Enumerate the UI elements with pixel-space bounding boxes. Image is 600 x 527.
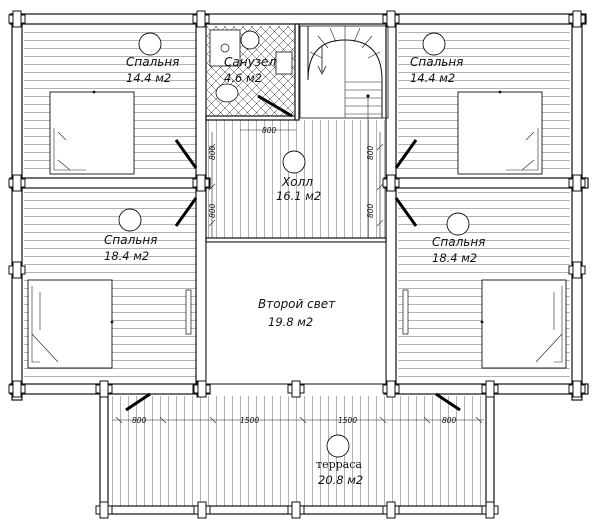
log-post-v-17 (485, 380, 495, 398)
second-light-opening (205, 241, 387, 385)
lamp-bedroom-nw (138, 32, 162, 56)
sink (275, 51, 293, 75)
bedroom-nw-area: 14.4 м2 (126, 71, 171, 85)
bed-nw (49, 90, 135, 175)
dim-terrace-right: 800 (442, 416, 457, 425)
log-post-v-11 (572, 380, 582, 398)
floor-terrace (112, 396, 484, 506)
bedroom-nw-name: Спальня (126, 55, 179, 69)
log-post-v-1 (12, 174, 22, 192)
wall-mid-right (383, 177, 589, 189)
door-terrace-right (435, 392, 461, 412)
log-post-v-21 (386, 380, 396, 398)
wall-mid-left (9, 177, 211, 189)
log-post-v-9 (572, 10, 582, 28)
wall-left-lower (11, 189, 23, 401)
bedroom-sw-name: Спальня (104, 233, 157, 247)
posts (8, 10, 586, 519)
second-light-rail (205, 237, 387, 243)
bedroom-se-name: Спальня (432, 235, 485, 249)
lamp-bedroom-ne (422, 32, 446, 56)
bedroom-ne-name: Спальня (410, 55, 463, 69)
log-post-v-20 (197, 380, 207, 398)
bedroom-ne-area: 14.4 м2 (410, 71, 455, 85)
bedroom-se-area: 18.4 м2 (432, 251, 477, 265)
log-post-v-3 (196, 10, 206, 28)
terrace-area: 20.8 м2 (318, 473, 363, 487)
bathroom-area: 4.6 м2 (224, 71, 262, 85)
dim-terrace-mid-right: 1500 (338, 416, 357, 425)
dimension-labels: 800 800 800 800 800 800 1500 1500 800 (132, 126, 457, 425)
log-post-v-4 (196, 174, 206, 192)
dim-hall-top: 800 (262, 126, 277, 135)
log-post-v-10 (572, 174, 582, 192)
bed-sw (27, 279, 192, 369)
log-post-v-22 (12, 261, 22, 279)
log-post-v-7 (386, 174, 396, 192)
lamp-bedroom-se (446, 212, 470, 236)
log-post-v-14 (197, 501, 207, 519)
log-post-v-13 (99, 501, 109, 519)
wall-right-lower (571, 189, 583, 401)
staircase (299, 25, 389, 238)
log-post-v-12 (99, 380, 109, 398)
wall-left-upper (11, 13, 23, 191)
terrace-rail-left (99, 393, 109, 515)
door-bedroom-sw (174, 197, 198, 227)
beds (27, 90, 567, 369)
lamp-hall (282, 150, 306, 174)
log-post-v-18 (485, 501, 495, 519)
second-light-name: Второй свет (258, 297, 336, 311)
log-post-v-2 (12, 380, 22, 398)
log-post-v-23 (572, 261, 582, 279)
log-post-v-0 (12, 10, 22, 28)
wall-top (9, 13, 587, 25)
room-labels: Спальня 14.4 м2 Санузел 4.6 м2 Спальня 1… (104, 55, 485, 487)
hall-name: Холл (281, 175, 313, 189)
door-bedroom-ne (394, 139, 418, 169)
doors (125, 94, 461, 412)
door-bathroom (257, 94, 293, 118)
door-bedroom-nw (174, 139, 198, 169)
dim-terrace-left: 800 (132, 416, 147, 425)
wall-bath-bottom (205, 115, 297, 121)
bedroom-sw-area: 18.4 м2 (104, 249, 149, 263)
dim-hall-right-lower: 800 (366, 203, 375, 218)
wall-inner-left (195, 13, 207, 395)
dim-hall-right-upper: 800 (366, 145, 375, 160)
door-bedroom-se (394, 197, 418, 227)
second-light-area: 19.8 м2 (268, 315, 313, 329)
floor-hall (207, 120, 385, 238)
bed-se (402, 279, 567, 369)
dim-hall-left-lower: 800 (208, 203, 217, 218)
hall-area: 16.1 м2 (276, 189, 321, 203)
dim-hall-left-upper: 800 (208, 145, 217, 160)
wall-right-upper (571, 13, 583, 191)
lamp-bathroom (240, 30, 260, 50)
shower-tray (209, 29, 241, 67)
bathroom-fixtures (209, 29, 293, 103)
log-post-v-16 (386, 501, 396, 519)
terrace-name: терраса (316, 458, 362, 471)
door-terrace-left (125, 392, 151, 412)
wall-inner-right (385, 13, 397, 395)
lamp-bedroom-sw (118, 208, 142, 232)
lamp-terrace (326, 434, 350, 458)
dim-terrace-mid-left: 1500 (240, 416, 259, 425)
wall-bath-right (294, 23, 300, 121)
toilet (215, 83, 239, 103)
log-post-v-6 (386, 10, 396, 28)
dimension-lines (112, 129, 484, 424)
bed-ne (457, 90, 543, 175)
lamps (118, 30, 470, 458)
terrace-rail-right (485, 393, 495, 515)
log-post-v-19 (291, 380, 301, 398)
log-post-v-15 (291, 501, 301, 519)
bathroom-name: Санузел (224, 55, 276, 69)
